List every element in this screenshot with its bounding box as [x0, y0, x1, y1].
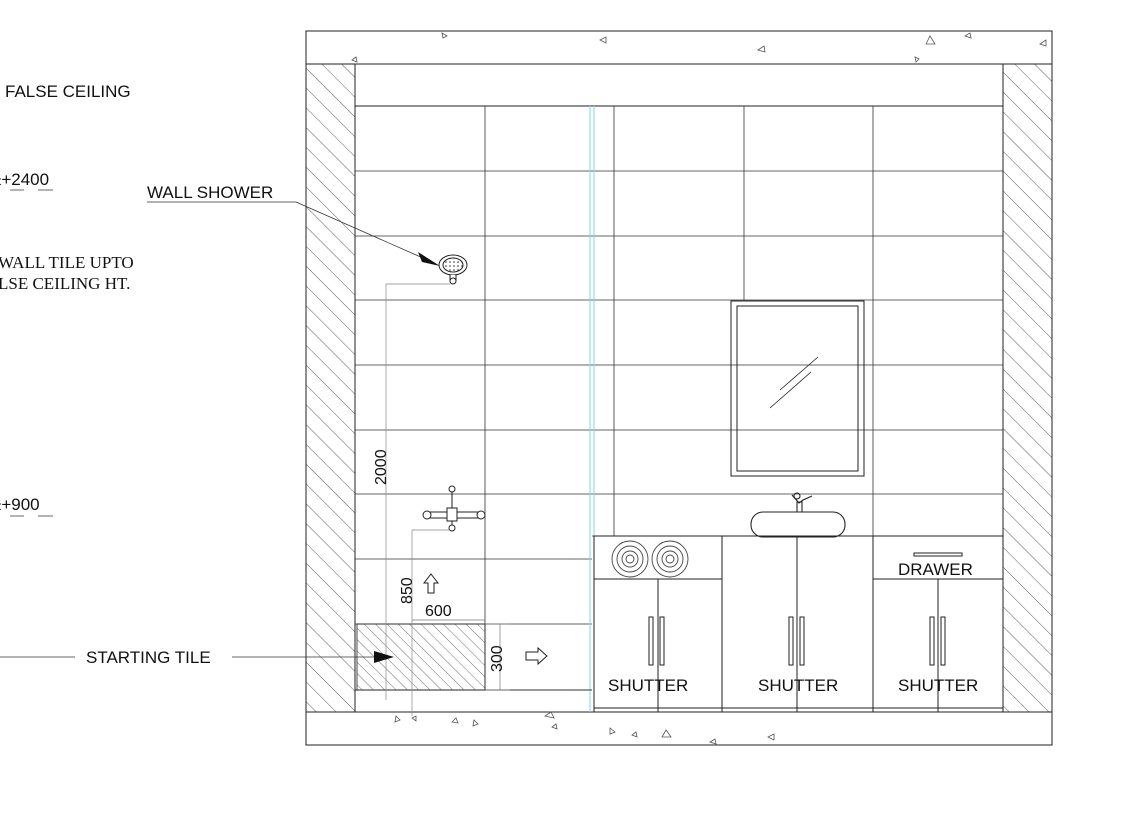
- dimension-600: 600: [425, 603, 452, 620]
- shower-mixer: [422, 485, 486, 532]
- dimension-850: 850: [399, 577, 416, 604]
- mixer-guide: [411, 529, 450, 716]
- rolled-towels: [611, 540, 689, 578]
- wall-tile-note-line1: WALL TILE UPTO: [0, 253, 134, 272]
- drawer-handle: [913, 552, 963, 557]
- dimension-lines: [412, 619, 510, 691]
- cabinet-handles: [648, 616, 946, 666]
- shower-leader-arrowhead: [418, 252, 440, 266]
- wall-tile-note-line2: LSE CEILING HT.: [0, 274, 130, 293]
- shutter-label-2: SHUTTER: [758, 676, 838, 695]
- false-ceiling-label: FALSE CEILING: [5, 82, 131, 101]
- drawer-label: DRAWER: [898, 560, 973, 579]
- shutter-label-3: SHUTTER: [898, 676, 978, 695]
- level-900-label: ±+900: [0, 495, 40, 514]
- vanity-cabinet: [593, 535, 1004, 713]
- wall-shower-head: [438, 254, 468, 285]
- mirror: [730, 300, 865, 477]
- wall-shower-label: WALL SHOWER: [147, 183, 273, 202]
- right-arrow-icon: [525, 646, 548, 666]
- concrete-aggregate-marks: [351, 32, 1047, 745]
- wash-basin: [750, 492, 846, 538]
- hatched-side-walls: [305, 63, 1053, 713]
- starting-tile-arrowhead: [374, 651, 394, 663]
- dimension-300: 300: [489, 645, 506, 672]
- shutter-label-1: SHUTTER: [608, 676, 688, 695]
- glass-partition: [589, 106, 595, 712]
- level-2400-label: ±+2400: [0, 170, 49, 189]
- starting-tile-label: STARTING TILE: [86, 648, 211, 667]
- dimension-2000: 2000: [373, 449, 390, 485]
- leader-lines: [0, 201, 433, 658]
- wall-tile-grid: [355, 106, 1003, 691]
- up-arrow-icon: [422, 573, 440, 594]
- level-underlines: [10, 189, 53, 517]
- shower-pipe-guide: [385, 283, 450, 700]
